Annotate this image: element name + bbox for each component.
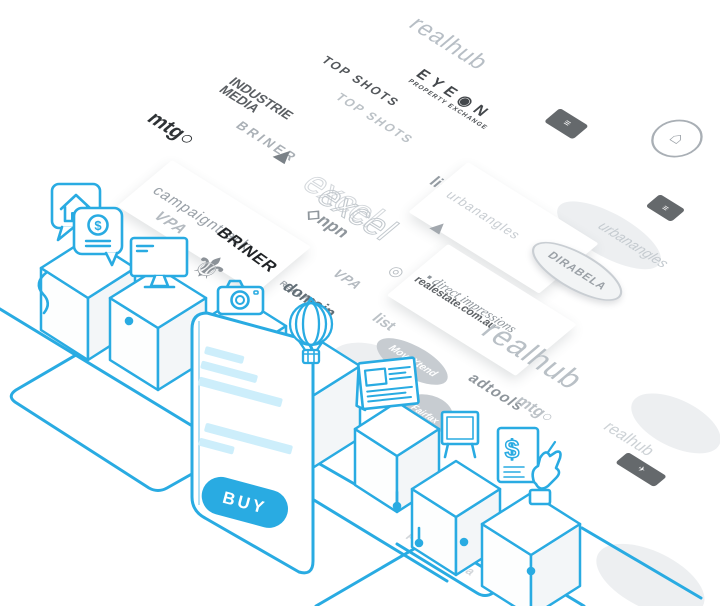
form-line [204,346,245,364]
invoice-signing-icon: $ [496,426,562,506]
desktop-monitor-icon [129,236,189,289]
svg-text:$: $ [94,218,102,233]
cube [108,266,208,392]
cube [410,459,502,577]
newspaper-icon [355,356,420,412]
cube-face [353,400,441,458]
form-line [198,438,235,455]
cube-face [410,459,502,519]
svg-text:$: $ [505,434,520,464]
connector-lines [0,307,703,606]
cube-icons: $ [50,182,562,506]
signboard-icon [440,410,480,459]
purchase-form-card: BUY [190,311,315,575]
form-line [200,360,258,383]
hand-pen-icon [528,440,562,506]
form-line [198,376,283,407]
price-message-icon: $ [72,206,124,267]
form-line [204,423,293,455]
hot-air-balloon-icon [288,296,334,365]
buy-button[interactable]: BUY [197,473,292,532]
cube-face [480,491,582,557]
cube-face [108,266,208,330]
cube [480,491,582,606]
cube [353,400,441,514]
camera-icon [216,279,265,316]
